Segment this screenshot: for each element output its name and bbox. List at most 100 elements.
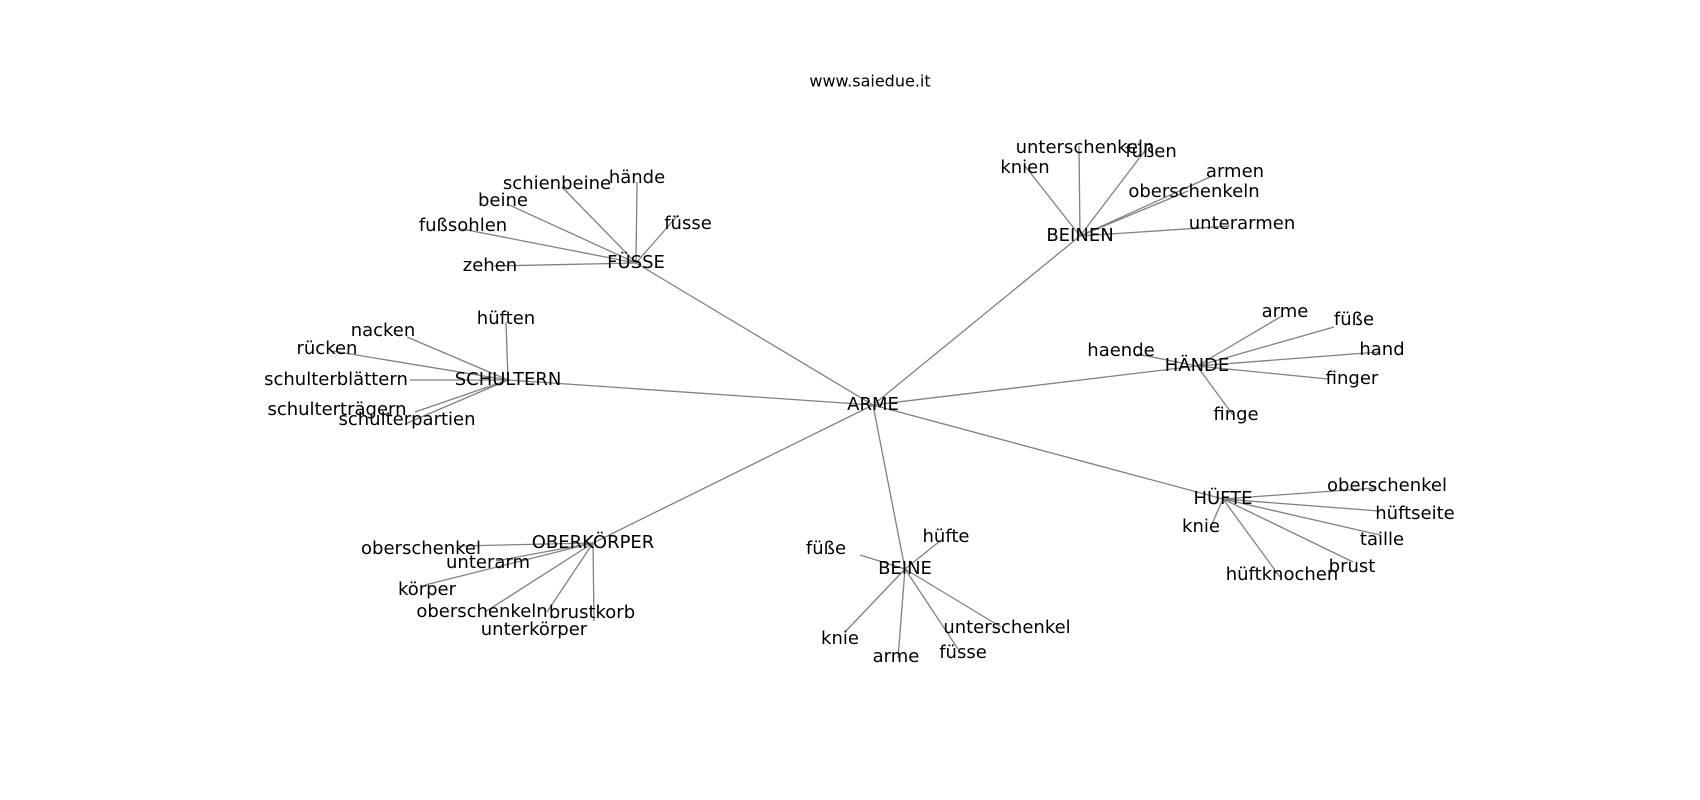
leaf-node-label: nacken <box>351 320 416 341</box>
edge-beinen-leaf-4 <box>1079 190 1189 237</box>
leaf-node-label: unterkörper <box>481 619 588 640</box>
edge-center-oberkoerper <box>592 404 874 544</box>
leaf-node-label: zehen <box>463 255 517 276</box>
leaf-node-label: oberschenkeln <box>1128 181 1259 202</box>
edge-haende-leaf-3 <box>1196 351 1380 367</box>
edge-fusse-leaf-0 <box>635 181 638 264</box>
edge-beine-leaf-5 <box>904 568 959 650</box>
hub-node-label-beine: BEINE <box>878 558 932 579</box>
leaf-node-label: füsse <box>939 642 987 663</box>
leaf-node-label: schulterpartien <box>338 409 475 430</box>
hub-node-label-oberkoerper: OBERKÖRPER <box>532 531 655 553</box>
edge-schultern-leaf-2 <box>331 350 509 381</box>
leaf-node-label: fußsohlen <box>419 215 507 236</box>
edge-fusse-leaf-1 <box>561 186 637 264</box>
edge-haende-leaf-5 <box>1196 365 1234 416</box>
leaf-node-label: unterschenkel <box>943 617 1070 638</box>
edge-beinen-leaf-1 <box>1024 165 1081 237</box>
edge-oberkoerper-leaf-3 <box>484 542 594 613</box>
hub-node-label-huefte: HÜFTE <box>1193 487 1252 509</box>
edge-center-fusse <box>635 262 874 406</box>
leaf-node-label: schienbeine <box>503 173 611 194</box>
edge-huefte-leaf-0 <box>1222 487 1376 500</box>
edge-center-huefte <box>872 404 1224 500</box>
hub-node-label-beinen: BEINEN <box>1046 225 1113 246</box>
leaf-node-label: schulterträgern <box>267 399 406 420</box>
leaf-node-label: oberschenkel <box>361 538 481 559</box>
leaf-node-label: hüfte <box>923 526 970 547</box>
leaf-node-label: armen <box>1206 161 1264 182</box>
edge-huefte-leaf-3 <box>1222 498 1381 536</box>
edge-schultern-leaf-4 <box>414 379 509 413</box>
leaf-node-label: finger <box>1326 368 1379 389</box>
edge-beinen-leaf-2 <box>1079 147 1148 237</box>
edge-oberkoerper-leaf-2 <box>424 542 594 586</box>
leaf-node-label: arme <box>873 646 920 667</box>
hub-node-label-fusse: FÜSSE <box>607 251 665 273</box>
leaf-node-label: hüften <box>477 308 535 329</box>
edge-huefte-leaf-1 <box>1222 498 1380 512</box>
leaf-node-label: rücken <box>297 338 358 359</box>
leaf-node-label: schulterblättern <box>264 369 408 390</box>
edge-beinen-leaf-0 <box>1078 145 1081 237</box>
edge-oberkoerper-leaf-1 <box>495 542 594 562</box>
edge-oberkoerper-leaf-0 <box>457 542 594 547</box>
edge-beine-leaf-3 <box>844 568 906 633</box>
leaf-node-label: beine <box>478 190 528 211</box>
edge-beinen-leaf-3 <box>1079 176 1211 237</box>
leaf-node-label: brustkorb <box>549 602 635 623</box>
edge-beine-leaf-1 <box>859 554 906 570</box>
leaf-node-label: taille <box>1360 529 1404 550</box>
leaf-node-label: brust <box>1329 556 1376 577</box>
edge-schultern-leaf-1 <box>406 336 509 381</box>
edge-huefte-leaf-5 <box>1222 498 1281 578</box>
edge-haende-leaf-1 <box>1196 326 1335 367</box>
edge-beine-leaf-2 <box>904 568 1002 628</box>
graph-edges <box>331 145 1381 659</box>
edge-oberkoerper-leaf-5 <box>592 542 595 622</box>
graph-title: www.saiedue.it <box>809 72 930 91</box>
leaf-node-label: körper <box>398 579 457 600</box>
leaf-node-label: füße <box>806 538 846 559</box>
edge-oberkoerper-leaf-4 <box>546 542 594 613</box>
edge-center-beine <box>872 404 906 570</box>
edge-center-beinen <box>872 235 1081 406</box>
hub-node-label-haende: HÄNDE <box>1165 355 1230 376</box>
leaf-node-label: hüftknochen <box>1226 564 1339 585</box>
edge-fusse-leaf-3 <box>461 228 637 264</box>
edge-beine-leaf-4 <box>897 568 906 659</box>
leaf-node-label: arme <box>1262 301 1309 322</box>
leaf-node-label: knie <box>821 628 859 649</box>
leaf-node-label: oberschenkel <box>1327 475 1447 496</box>
leaf-node-label: füße <box>1334 309 1374 330</box>
leaf-node-label: haende <box>1087 340 1154 361</box>
edge-huefte-leaf-2 <box>1211 498 1224 525</box>
leaf-node-label: unterarmen <box>1189 213 1295 234</box>
edge-fusse-leaf-4 <box>493 262 637 267</box>
edge-haende-leaf-0 <box>1196 315 1283 367</box>
leaf-node-label: hand <box>1359 339 1404 360</box>
leaf-node-label: oberschenkeln <box>416 601 547 622</box>
edge-fusse-leaf-2 <box>506 203 637 264</box>
center-node-label: ARME <box>847 394 899 415</box>
edge-center-schultern <box>507 379 874 406</box>
leaf-node-label: hände <box>609 167 665 188</box>
leaf-node-label: unterschenkeln <box>1016 137 1155 158</box>
edge-fusse-leaf-5 <box>635 214 679 264</box>
hub-node-label-schultern: SCHULTERN <box>455 369 562 390</box>
edge-haende-leaf-2 <box>1136 353 1198 367</box>
leaf-node-label: knien <box>1000 157 1049 178</box>
edge-center-haende <box>872 365 1198 406</box>
leaf-node-label: knie <box>1182 516 1220 537</box>
edge-schultern-leaf-5 <box>404 379 509 425</box>
leaf-node-label: füßen <box>1125 141 1177 162</box>
leaf-node-label: unterarm <box>446 552 530 573</box>
edge-schultern-leaf-0 <box>505 321 509 381</box>
edge-huefte-leaf-4 <box>1222 498 1354 563</box>
leaf-node-label: füsse <box>664 213 712 234</box>
leaf-node-label: hüftseite <box>1375 503 1454 524</box>
edge-haende-leaf-4 <box>1196 365 1329 380</box>
leaf-node-label: finge <box>1213 404 1258 425</box>
graph-labels: www.saiedue.it ARME FÜSSE händeschienbein… <box>264 72 1455 668</box>
